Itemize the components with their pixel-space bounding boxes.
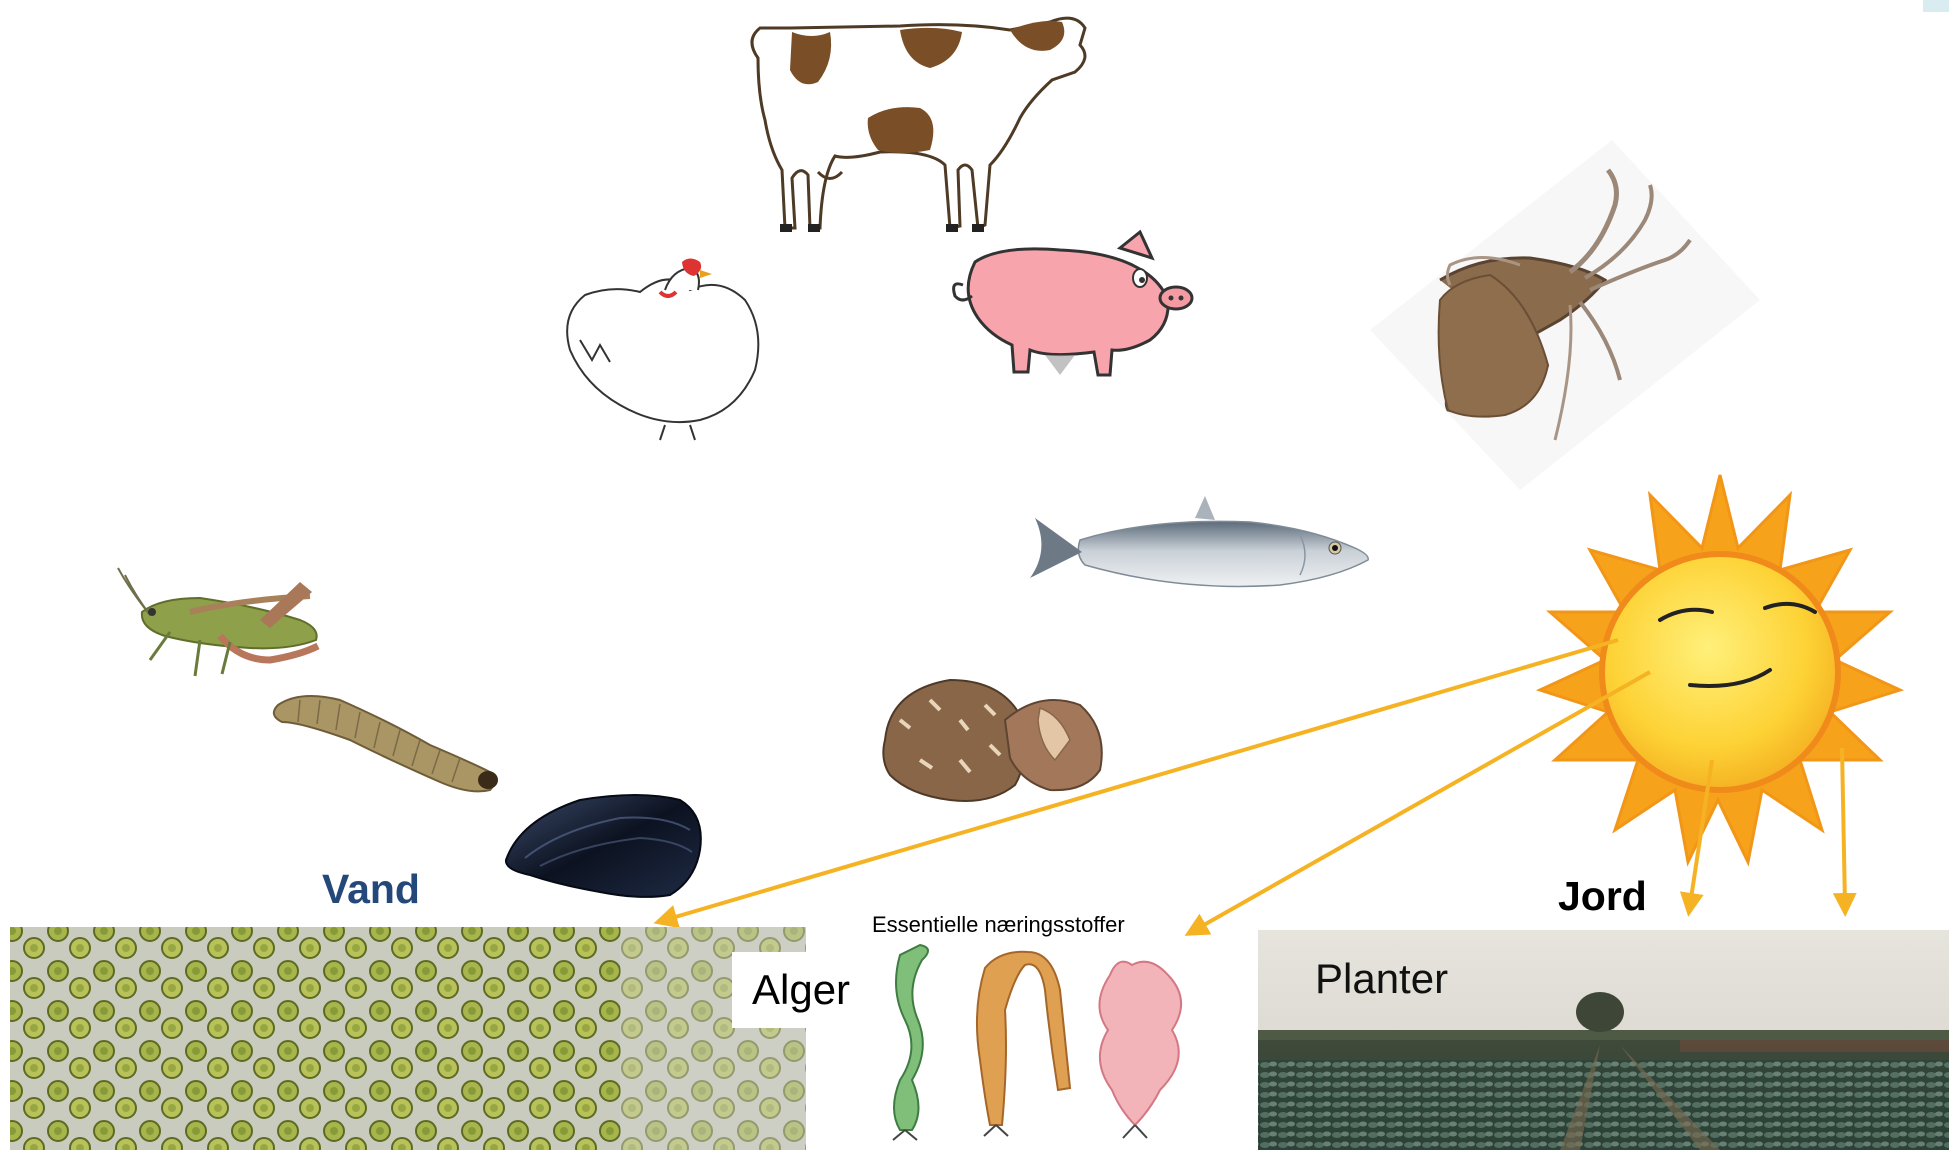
arrow-to-planter-2	[1842, 748, 1845, 905]
mushroom-icon	[883, 680, 1101, 801]
label-essentielle-naeringsstoffer: Essentielle næringsstoffer	[872, 912, 1125, 938]
squid-icon	[1370, 140, 1760, 490]
arrow-to-alger	[665, 640, 1618, 920]
herring-fish-icon	[1030, 496, 1368, 586]
corner-tab	[1923, 0, 1949, 12]
grasshopper-icon	[118, 568, 318, 676]
label-planter: Planter	[1315, 955, 1448, 1003]
cow-icon	[752, 18, 1085, 232]
label-vand: Vand	[322, 866, 420, 913]
mealworm-icon	[274, 696, 498, 791]
sun-icon	[1540, 475, 1900, 862]
microalgae-photo	[10, 927, 806, 1150]
pig-icon	[954, 232, 1192, 375]
label-jord: Jord	[1558, 873, 1647, 920]
chicken-icon	[567, 259, 758, 441]
mussel-icon	[506, 795, 701, 897]
seaweed-icon	[893, 945, 1181, 1140]
label-alger: Alger	[752, 966, 850, 1014]
